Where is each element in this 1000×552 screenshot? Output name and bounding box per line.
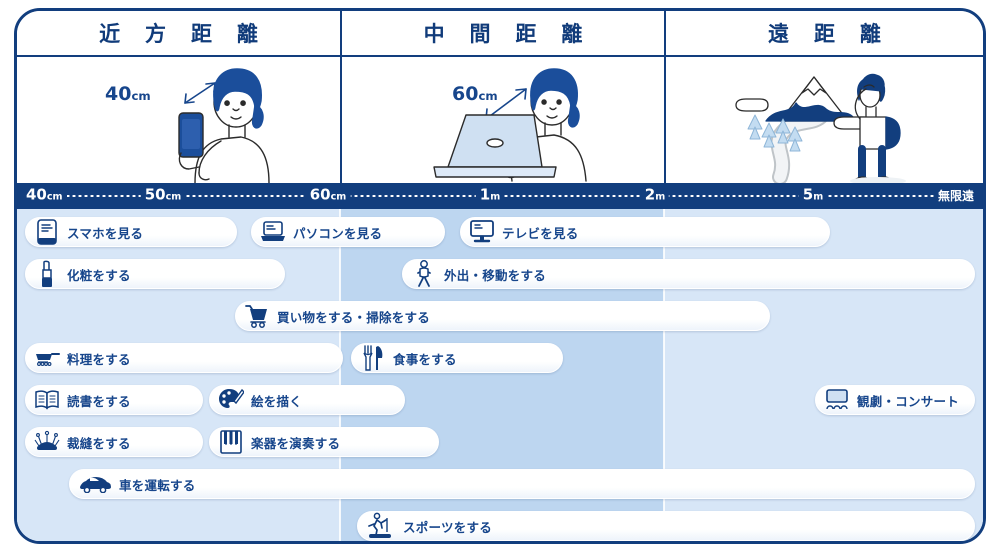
activity-label: 化粧をする xyxy=(67,267,131,283)
illus-divider-2 xyxy=(664,57,666,183)
column-header-far: 遠 距 離 xyxy=(666,11,983,55)
activity-pill-outing[interactable]: 外出・移動をする xyxy=(402,259,975,289)
activity-label: 絵を描く xyxy=(251,393,303,409)
activity-pill-smartphone[interactable]: スマホを見る xyxy=(25,217,237,247)
infographic-frame: 近 方 距 離 中 間 距 離 遠 距 離 40cm xyxy=(14,8,986,544)
car-icon xyxy=(78,469,112,499)
activity-label: 読書をする xyxy=(67,393,131,409)
activity-pill-shopping-cleaning[interactable]: 買い物をする・掃除をする xyxy=(235,301,770,331)
illustration-hiker-mountain xyxy=(666,57,983,185)
treadmill-runner-icon xyxy=(366,511,396,541)
activity-label: スマホを見る xyxy=(67,225,144,241)
scale-tick-2m: 2m xyxy=(640,184,670,208)
activity-pill-cooking[interactable]: 料理をする xyxy=(25,343,343,373)
frying-pan-icon xyxy=(34,343,60,373)
scale-tick-50cm: 50cm xyxy=(140,184,186,208)
laptop-icon xyxy=(260,217,286,247)
scale-tick-60cm: 60cm xyxy=(305,184,351,208)
activity-label: 食事をする xyxy=(393,351,457,367)
header-divider-2 xyxy=(664,11,666,57)
activity-label: 観劇・コンサート xyxy=(857,393,960,409)
activity-pill-pc[interactable]: パソコンを見る xyxy=(251,217,445,247)
activity-pill-meal[interactable]: 食事をする xyxy=(351,343,563,373)
scale-tick-5m: 5m xyxy=(798,184,828,208)
activity-pill-instrument[interactable]: 楽器を演奏する xyxy=(209,427,439,457)
hiker-mountain-illustration xyxy=(735,73,906,185)
activity-pill-tv[interactable]: テレビを見る xyxy=(460,217,830,247)
illustration-band: 40cm xyxy=(17,57,983,185)
activity-pill-painting[interactable]: 絵を描く xyxy=(209,385,405,415)
open-book-icon xyxy=(34,385,60,415)
palette-icon xyxy=(218,385,244,415)
smartphone-person-illustration xyxy=(178,68,270,183)
column-header-bar: 近 方 距 離 中 間 距 離 遠 距 離 xyxy=(17,11,983,57)
activity-label: パソコンを見る xyxy=(293,225,383,241)
activity-chart-body: スマホを見る パソコンを見る テレビを見る 化粧をする xyxy=(17,209,983,541)
illustration-laptop-user: 60cm xyxy=(342,57,664,183)
column-header-near: 近 方 距 離 xyxy=(17,11,340,55)
activity-label: 車を運転する xyxy=(119,477,196,493)
activity-label: 裁縫をする xyxy=(67,435,131,451)
theater-screen-icon xyxy=(824,385,850,415)
column-header-mid-label: 中 間 距 離 xyxy=(423,22,592,46)
piano-keys-icon xyxy=(218,427,244,457)
smartphone-icon xyxy=(34,217,60,247)
activity-label: 料理をする xyxy=(67,351,131,367)
activity-pill-sewing[interactable]: 裁縫をする xyxy=(25,427,203,457)
pincushion-icon xyxy=(34,427,60,457)
activity-pill-sports[interactable]: スポーツをする xyxy=(357,511,975,541)
walking-person-icon xyxy=(411,259,437,289)
band-divider-2 xyxy=(663,209,665,541)
scale-tick-infinity: 無限遠 xyxy=(933,186,983,206)
scale-tick-40cm: 40cm xyxy=(17,184,67,208)
activity-label: テレビを見る xyxy=(502,225,579,241)
illus-divider-1 xyxy=(340,57,342,183)
activity-label: 買い物をする・掃除をする xyxy=(277,309,431,325)
distance-label-60cm: 60cm xyxy=(452,83,498,105)
laptop-person-illustration xyxy=(433,68,587,182)
column-header-far-label: 遠 距 離 xyxy=(768,22,890,46)
television-icon xyxy=(469,217,495,247)
activity-pill-theater[interactable]: 観劇・コンサート xyxy=(815,385,975,415)
activity-pill-reading[interactable]: 読書をする xyxy=(25,385,203,415)
scale-tick-1m: 1m xyxy=(475,184,505,208)
fork-knife-icon xyxy=(360,343,386,373)
distance-label-40cm: 40cm xyxy=(105,83,151,105)
header-divider-1 xyxy=(340,11,342,57)
lipstick-icon xyxy=(34,259,60,289)
distance-scale-bar: 40cm 50cm 60cm 1m 2m 5m 無限遠 xyxy=(17,183,983,209)
activity-label: 楽器を演奏する xyxy=(251,435,341,451)
shopping-cart-icon xyxy=(244,301,270,331)
column-header-near-label: 近 方 距 離 xyxy=(99,22,267,46)
activity-pill-driving[interactable]: 車を運転する xyxy=(69,469,975,499)
band-divider-1 xyxy=(339,209,341,541)
activity-pill-makeup[interactable]: 化粧をする xyxy=(25,259,285,289)
activity-label: 外出・移動をする xyxy=(444,267,547,283)
illustration-smartphone-user: 40cm xyxy=(17,57,340,183)
activity-label: スポーツをする xyxy=(403,519,493,535)
column-header-mid: 中 間 距 離 xyxy=(342,11,664,55)
